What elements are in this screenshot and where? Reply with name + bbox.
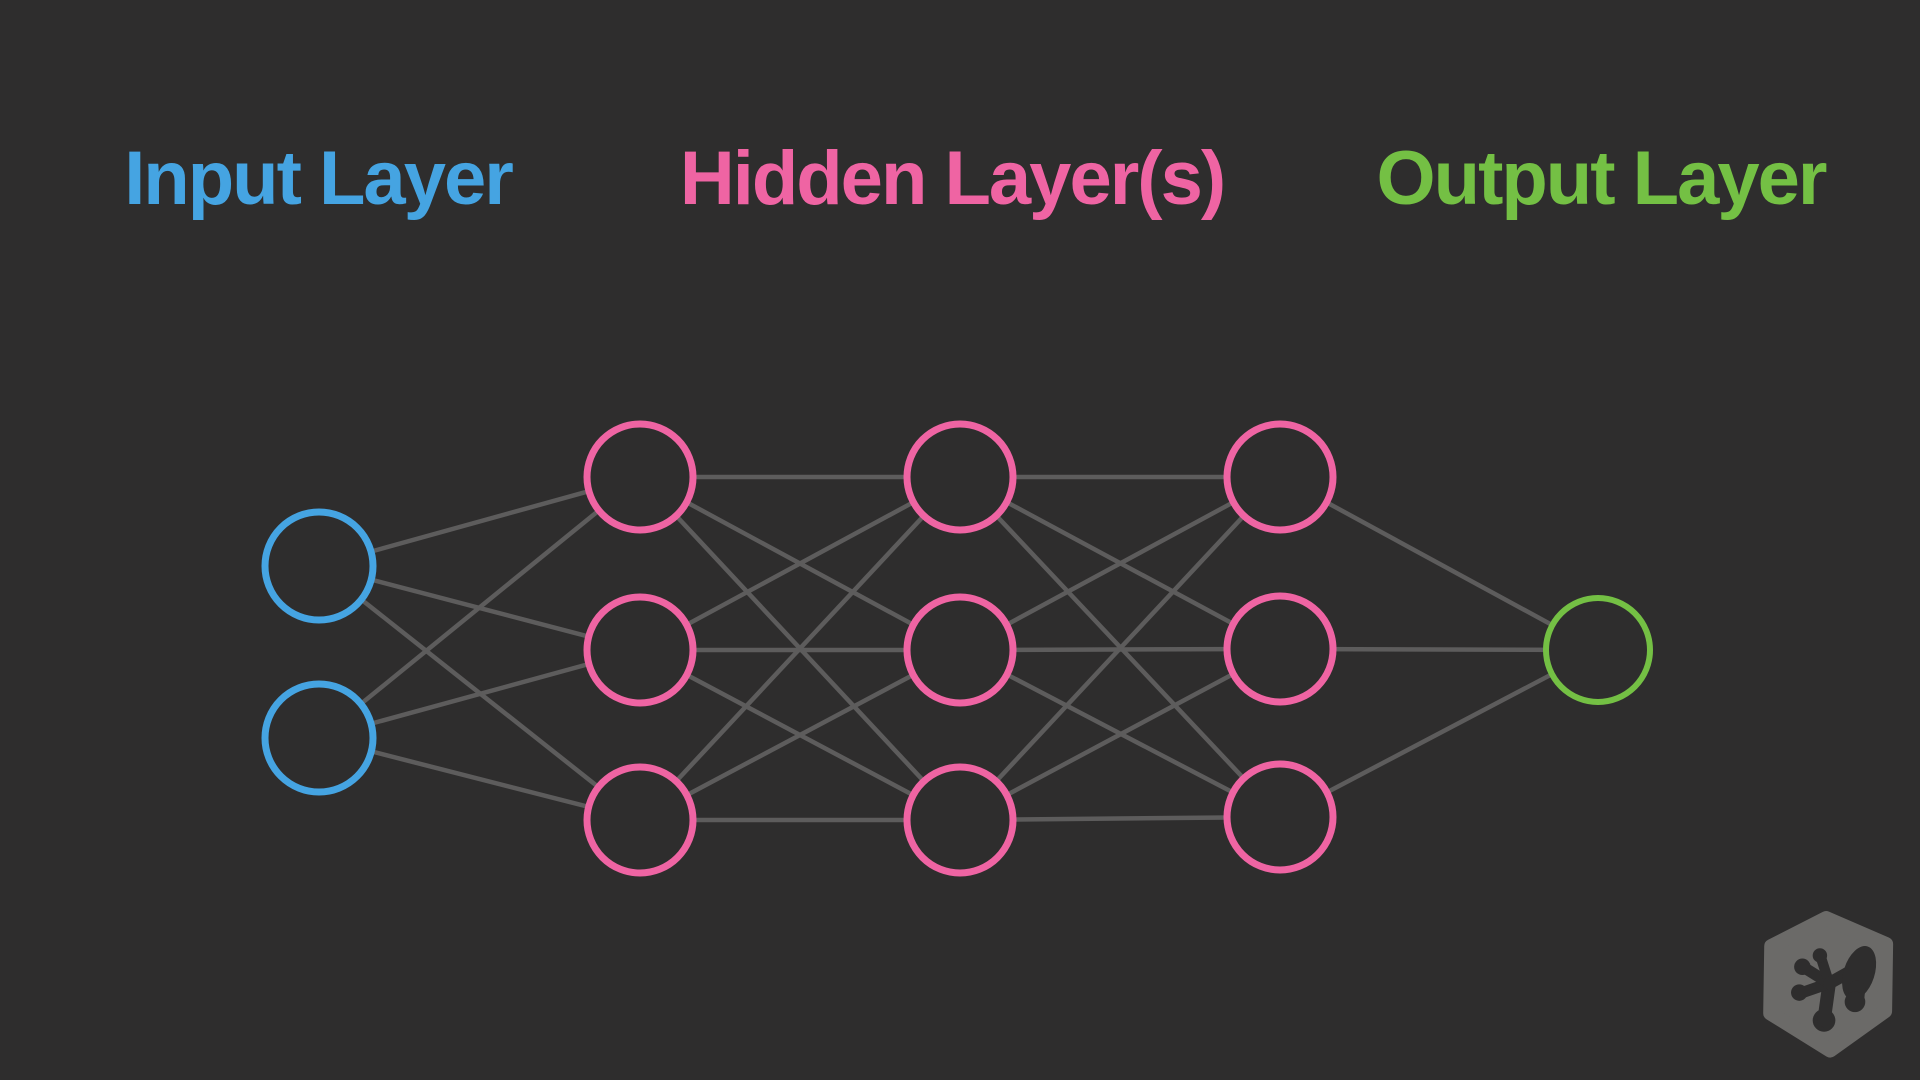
hidden-layer-label: Hidden Layer(s) [679, 136, 1226, 221]
edge-hidden-layer-2-to-hidden-layer-3 [958, 475, 1282, 652]
edge-hidden-layer-1-to-hidden-layer-2 [638, 475, 962, 822]
input-layer-label: Input Layer [124, 136, 514, 221]
edge-hidden-layer-2-to-hidden-layer-3 [958, 647, 1282, 822]
hidden-layer-2-node-1 [903, 420, 1017, 534]
edge-hidden-layer-2-to-hidden-layer-3 [958, 475, 1282, 822]
edge-hidden-layer-1-to-hidden-layer-2 [638, 475, 962, 652]
edge-hidden-layer-3-to-output-layer [1278, 475, 1600, 652]
input-layer-node-1 [261, 508, 377, 624]
edge-input-layer-to-hidden-layer-1 [317, 475, 642, 740]
hidden-layer-2-node-2 [903, 593, 1017, 707]
logo-tree-cutout [1791, 946, 1877, 1032]
hidden-layer-1-node-1 [583, 420, 697, 534]
output-layer-node-1 [1543, 595, 1653, 705]
output-layer-label: Output Layer [1376, 136, 1828, 221]
treehouse-badge-icon [1763, 911, 1894, 1058]
hidden-layer-1-node-3 [583, 763, 697, 877]
hidden-layer-3-node-2 [1223, 592, 1337, 706]
hidden-layer-1-node-2 [583, 593, 697, 707]
input-layer-node-2 [261, 680, 377, 796]
hidden-layer-2-node-3 [903, 763, 1017, 877]
hidden-layer-3-node-3 [1223, 760, 1337, 874]
edge-hidden-layer-1-to-hidden-layer-2 [638, 648, 962, 822]
hidden-layer-3-node-1 [1223, 420, 1337, 534]
edge-hidden-layer-3-to-output-layer [1278, 648, 1600, 819]
